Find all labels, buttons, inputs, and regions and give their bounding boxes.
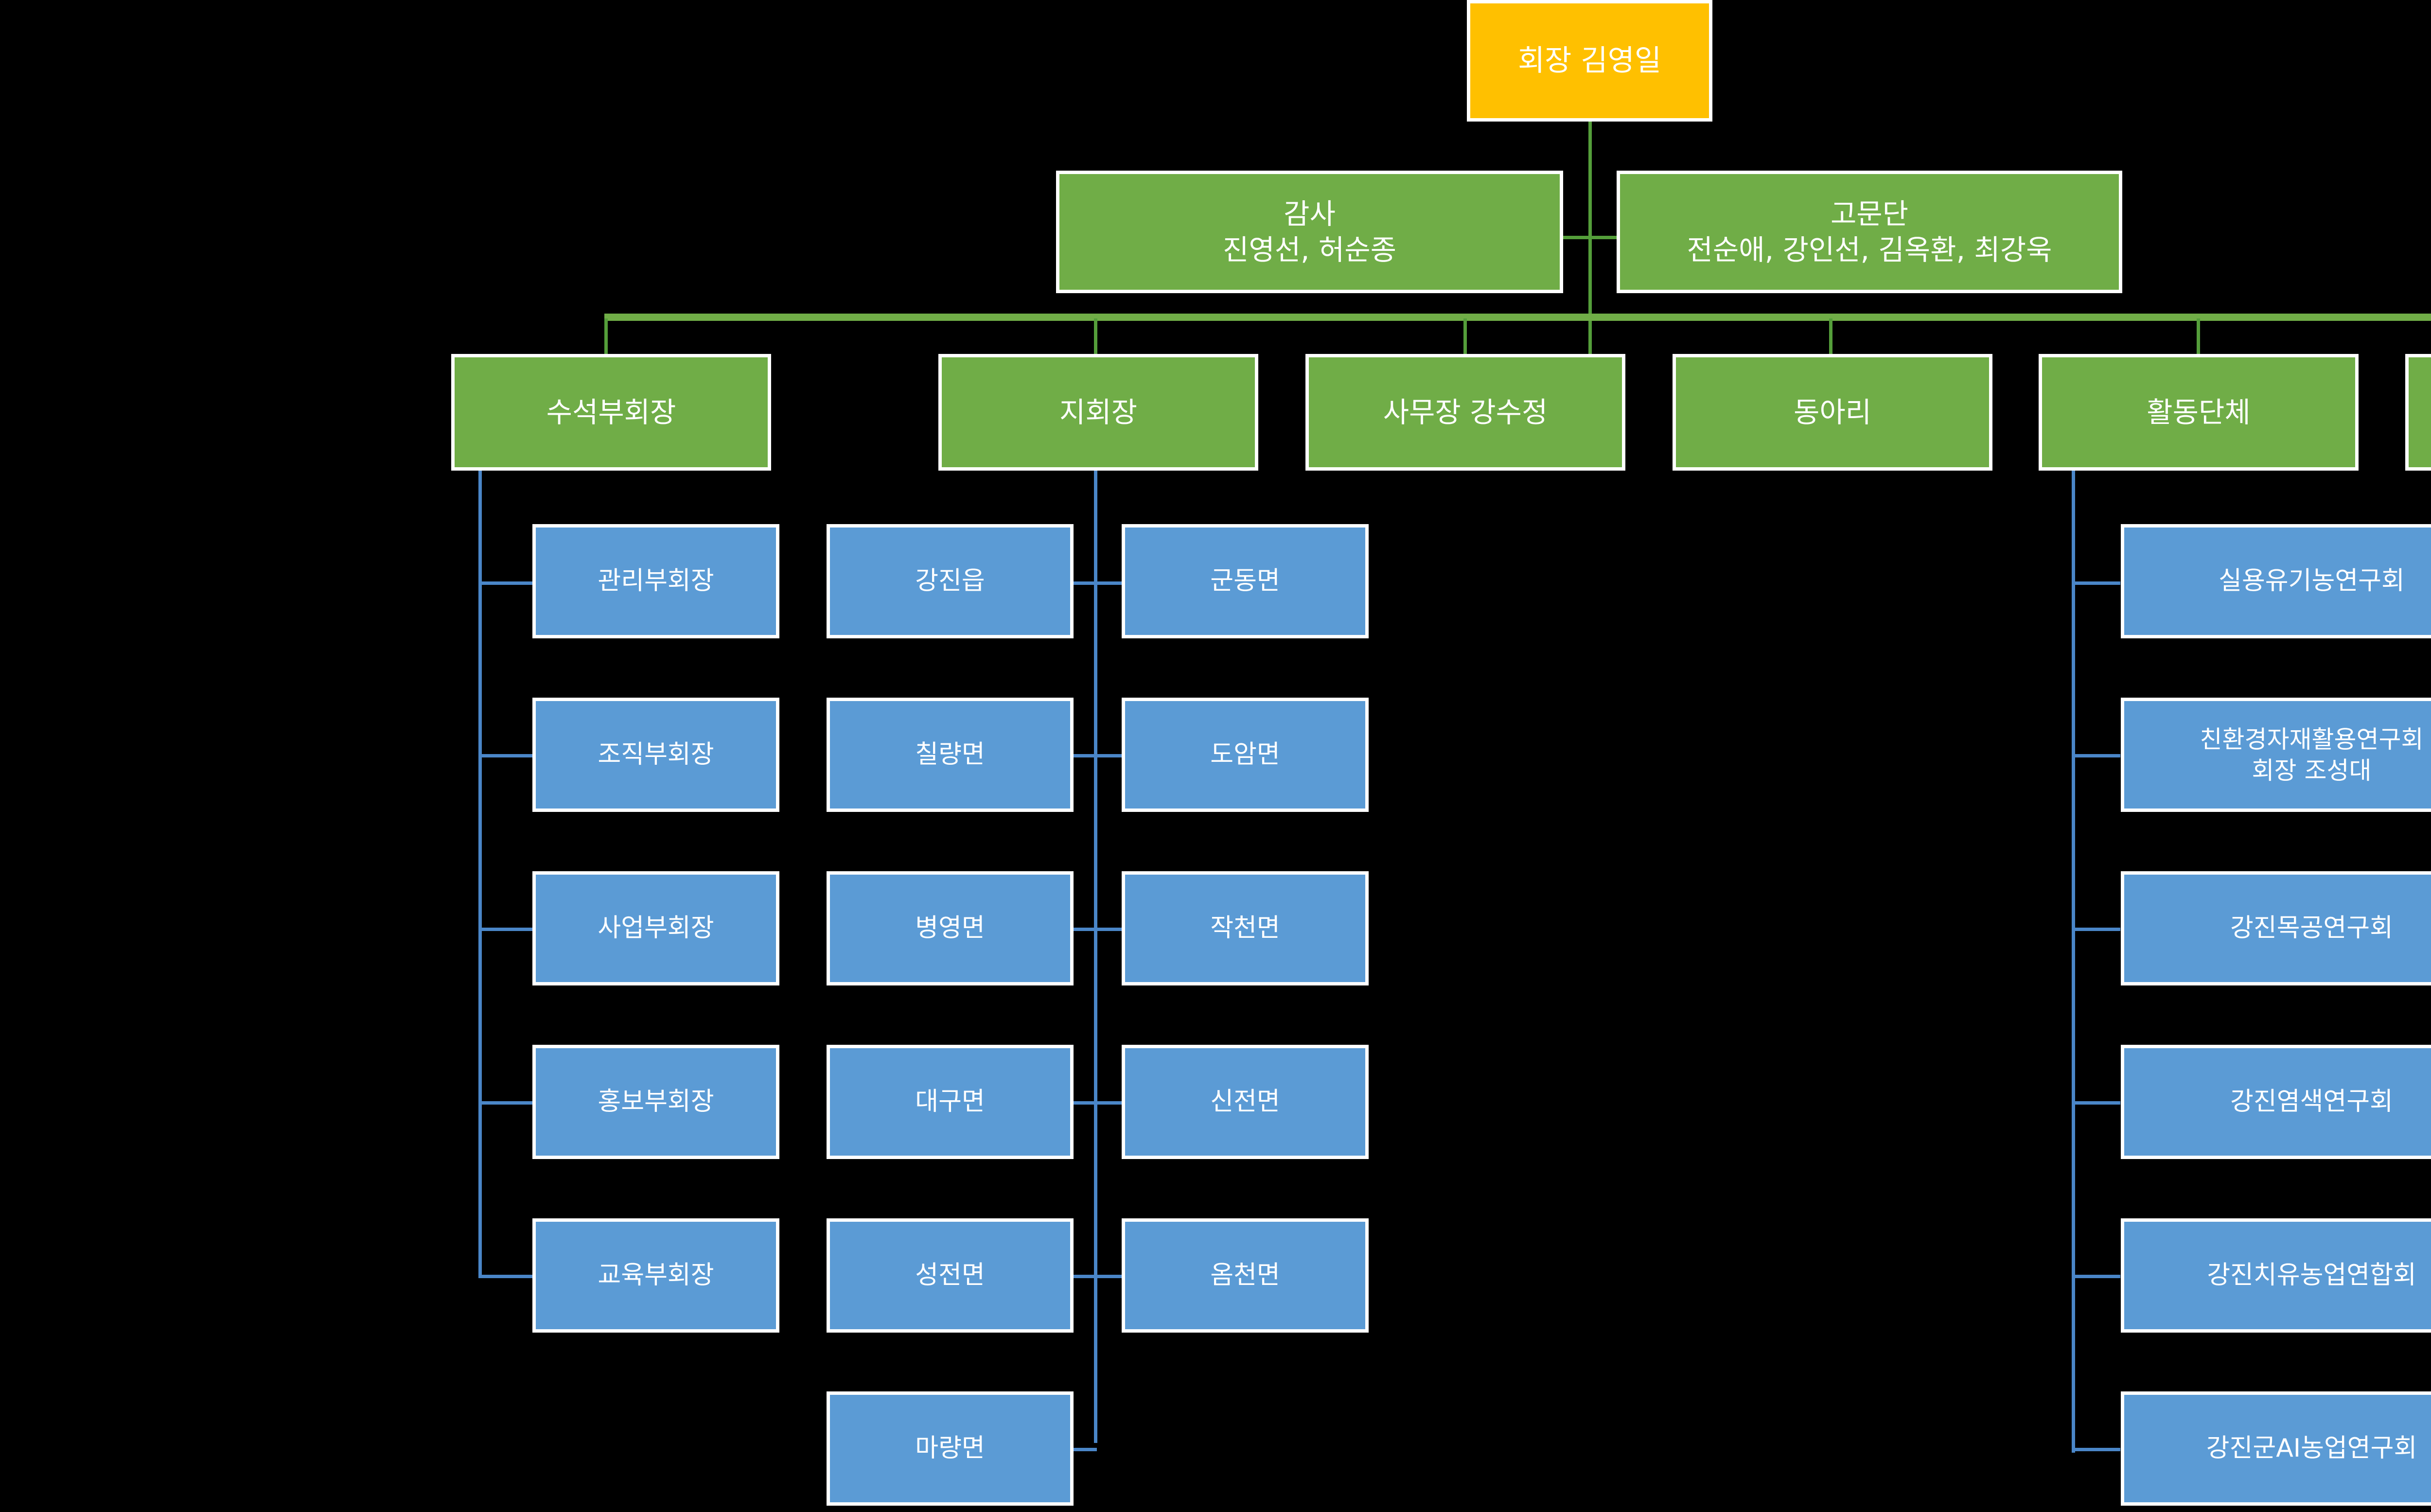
node-branch-left-1[interactable]: 강진읍 xyxy=(827,524,1074,638)
connector-activity-stub-5 xyxy=(2072,1275,2120,1278)
connector-branch-left-stub-5 xyxy=(1068,1275,1097,1278)
node-vicechair-child-4[interactable]: 홍보부회장 xyxy=(532,1045,779,1159)
node-vicechair-child-label-3: 사업부회장 xyxy=(598,914,714,943)
node-vicechair-child-1[interactable]: 관리부회장 xyxy=(532,524,779,638)
node-branch-left-label-2: 칠량면 xyxy=(915,740,985,770)
node-branch-left-5[interactable]: 성전면 xyxy=(827,1218,1074,1333)
connector-activity-stub-6 xyxy=(2072,1448,2120,1451)
connector-branch-right-stub-3 xyxy=(1094,928,1123,931)
node-branch-left-label-4: 대구면 xyxy=(915,1087,985,1117)
connector-branch-left-stub-1 xyxy=(1068,581,1097,585)
node-chairman[interactable]: 회장 김영일 xyxy=(1467,0,1712,122)
node-branch-right-4[interactable]: 신전면 xyxy=(1122,1045,1369,1159)
node-branch-left-label-3: 병영면 xyxy=(915,914,985,943)
node-vicechair-child-label-4: 홍보부회장 xyxy=(598,1087,714,1117)
connector-vicechair-stub-3 xyxy=(478,928,534,931)
connector-vicechair-stub-2 xyxy=(478,754,534,757)
node-branch-left-label-5: 성전면 xyxy=(915,1261,985,1290)
node-vicechair-child-label-1: 관리부회장 xyxy=(598,566,714,596)
connector-branch-right-stub-4 xyxy=(1094,1101,1123,1105)
node-division-office-manager[interactable]: 사무장 강수정 xyxy=(1305,354,1625,471)
connector-activity-stub-1 xyxy=(2072,581,2120,585)
node-vicechair-child-3[interactable]: 사업부회장 xyxy=(532,871,779,985)
node-vicechair-child-2[interactable]: 조직부회장 xyxy=(532,698,779,812)
node-advisory-board-label: 고문단 전순애, 강인선, 김옥환, 최강욱 xyxy=(1687,197,2052,266)
node-auditor[interactable]: 감사 진영선, 허순종 xyxy=(1056,171,1563,293)
connector-bus-drop-2 xyxy=(1094,318,1097,360)
node-activity-child-label-6: 강진군AI농업연구회 xyxy=(2206,1434,2417,1463)
node-division-label-2: 지회장 xyxy=(1059,395,1138,429)
node-division-label-4: 동아리 xyxy=(1793,395,1872,429)
node-activity-child-6[interactable]: 강진군AI농업연구회 xyxy=(2121,1391,2431,1506)
connector-bus-drop-3 xyxy=(1463,318,1467,360)
node-division-club[interactable]: 동아리 xyxy=(1673,354,1992,471)
connector-staff-left-stub xyxy=(1563,236,1590,239)
connector-chair-to-bus xyxy=(1588,236,1592,365)
node-branch-right-label-2: 도암면 xyxy=(1210,740,1280,770)
node-division-label-3: 사무장 강수정 xyxy=(1383,395,1548,429)
connector-vicechair-stub-1 xyxy=(478,581,534,585)
node-activity-child-label-2: 친환경자재활용연구회 회장 조성대 xyxy=(2200,725,2424,785)
node-activity-child-label-1: 실용유기농연구회 xyxy=(2219,566,2405,596)
connector-activity-stub-2 xyxy=(2072,754,2120,757)
connector-vicechair-spine xyxy=(478,471,482,1278)
node-branch-right-label-5: 옴천면 xyxy=(1210,1261,1280,1290)
connector-bus-drop-4 xyxy=(1829,318,1832,360)
node-branch-right-1[interactable]: 군동면 xyxy=(1122,524,1369,638)
connector-vicechair-stub-5 xyxy=(478,1275,534,1278)
connector-branch-left-stub-6 xyxy=(1068,1448,1097,1451)
node-auditor-label: 감사 진영선, 허순종 xyxy=(1222,197,1397,266)
node-branch-right-3[interactable]: 작천면 xyxy=(1122,871,1369,985)
node-division-activity-group[interactable]: 활동단체 xyxy=(2039,354,2359,471)
node-activity-child-5[interactable]: 강진치유농업연합회 xyxy=(2121,1218,2431,1333)
connector-branch-right-stub-2 xyxy=(1094,754,1123,757)
connector-chair-down xyxy=(1588,119,1592,241)
node-branch-left-3[interactable]: 병영면 xyxy=(827,871,1074,985)
connector-branch-spine xyxy=(1094,471,1097,1443)
node-division-senior-vice-chair[interactable]: 수석부회장 xyxy=(451,354,771,471)
node-activity-child-4[interactable]: 강진염색연구회 xyxy=(2121,1045,2431,1159)
node-branch-left-label-1: 강진읍 xyxy=(915,566,985,596)
connector-bus-drop-5 xyxy=(2197,318,2200,360)
node-vicechair-child-label-5: 교육부회장 xyxy=(598,1261,714,1290)
node-vicechair-child-label-2: 조직부회장 xyxy=(598,740,714,770)
connector-activity-stub-4 xyxy=(2072,1101,2120,1105)
node-division-federation[interactable]: 연합법인 xyxy=(2405,354,2431,471)
node-division-branch-chair[interactable]: 지회장 xyxy=(938,354,1258,471)
node-branch-left-6[interactable]: 마량면 xyxy=(827,1391,1074,1506)
node-branch-right-label-1: 군동면 xyxy=(1210,566,1280,596)
node-branch-right-2[interactable]: 도암면 xyxy=(1122,698,1369,812)
node-activity-child-label-5: 강진치유농업연합회 xyxy=(2207,1261,2416,1290)
node-activity-child-3[interactable]: 강진목공연구회 xyxy=(2121,871,2431,985)
connector-activity-stub-3 xyxy=(2072,928,2120,931)
connector-bus-drop-1 xyxy=(604,318,608,360)
node-branch-left-label-6: 마량면 xyxy=(915,1434,985,1463)
node-activity-child-label-4: 강진염색연구회 xyxy=(2230,1087,2393,1117)
connector-branch-left-stub-4 xyxy=(1068,1101,1097,1105)
node-activity-child-label-3: 강진목공연구회 xyxy=(2230,914,2393,943)
node-branch-left-2[interactable]: 칠량면 xyxy=(827,698,1074,812)
node-branch-right-5[interactable]: 옴천면 xyxy=(1122,1218,1369,1333)
node-division-label-5: 활동단체 xyxy=(2147,395,2251,429)
connector-activity-spine xyxy=(2072,471,2075,1453)
connector-division-bus xyxy=(604,314,2431,321)
connector-branch-right-stub-5 xyxy=(1094,1275,1123,1278)
connector-branch-left-stub-3 xyxy=(1068,928,1097,931)
connector-branch-right-stub-1 xyxy=(1094,581,1123,585)
node-chairman-label: 회장 김영일 xyxy=(1517,43,1662,78)
node-advisory-board[interactable]: 고문단 전순애, 강인선, 김옥환, 최강욱 xyxy=(1617,171,2122,293)
node-activity-child-2[interactable]: 친환경자재활용연구회 회장 조성대 xyxy=(2121,698,2431,812)
connector-vicechair-stub-4 xyxy=(478,1101,534,1105)
node-branch-right-label-4: 신전면 xyxy=(1210,1087,1280,1117)
node-branch-left-4[interactable]: 대구면 xyxy=(827,1045,1074,1159)
node-division-label-1: 수석부회장 xyxy=(546,395,676,429)
connector-branch-left-stub-2 xyxy=(1068,754,1097,757)
node-branch-right-label-3: 작천면 xyxy=(1210,914,1280,943)
connector-staff-right-stub xyxy=(1588,236,1618,239)
node-vicechair-child-5[interactable]: 교육부회장 xyxy=(532,1218,779,1333)
node-activity-child-1[interactable]: 실용유기농연구회 xyxy=(2121,524,2431,638)
